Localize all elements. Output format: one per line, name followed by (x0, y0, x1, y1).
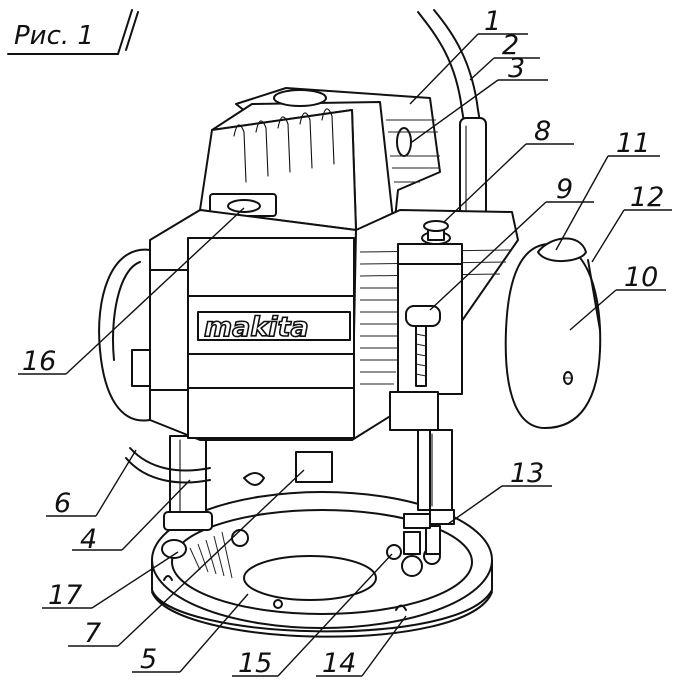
callout-1: 1 (484, 6, 501, 37)
callout-13: 13 (510, 458, 544, 489)
brand-logo: makita (204, 312, 309, 343)
callout-16: 16 (22, 346, 56, 377)
depth-stop-block (401, 509, 455, 577)
callout-9: 9 (556, 174, 573, 205)
leader-lines (18, 33, 672, 677)
lock-lever (125, 447, 333, 486)
motor-housing (199, 87, 441, 231)
callout-15: 15 (238, 648, 272, 679)
callout-labels: 1 2 3 4 5 6 7 8 9 10 11 12 13 14 15 16 1… (22, 6, 664, 679)
callout-3: 3 (508, 53, 525, 84)
callout-6: 6 (54, 488, 71, 519)
callout-2: 2 (502, 30, 519, 61)
callout-7: 7 (84, 618, 101, 649)
main-body: makita (149, 209, 519, 441)
power-cord (417, 9, 487, 237)
callout-12: 12 (630, 182, 664, 213)
figure-title-text: Рис. 1 (14, 21, 94, 51)
callout-10: 10 (624, 262, 658, 293)
depth-adjust (389, 220, 463, 511)
right-handle (504, 237, 602, 429)
callout-11: 11 (616, 128, 650, 159)
callout-5: 5 (140, 644, 157, 675)
callout-4: 4 (80, 524, 97, 555)
callout-14: 14 (322, 648, 356, 679)
callout-17: 17 (48, 580, 82, 611)
figure-title: Рис. 1 (7, 9, 139, 55)
callout-8: 8 (534, 116, 551, 147)
